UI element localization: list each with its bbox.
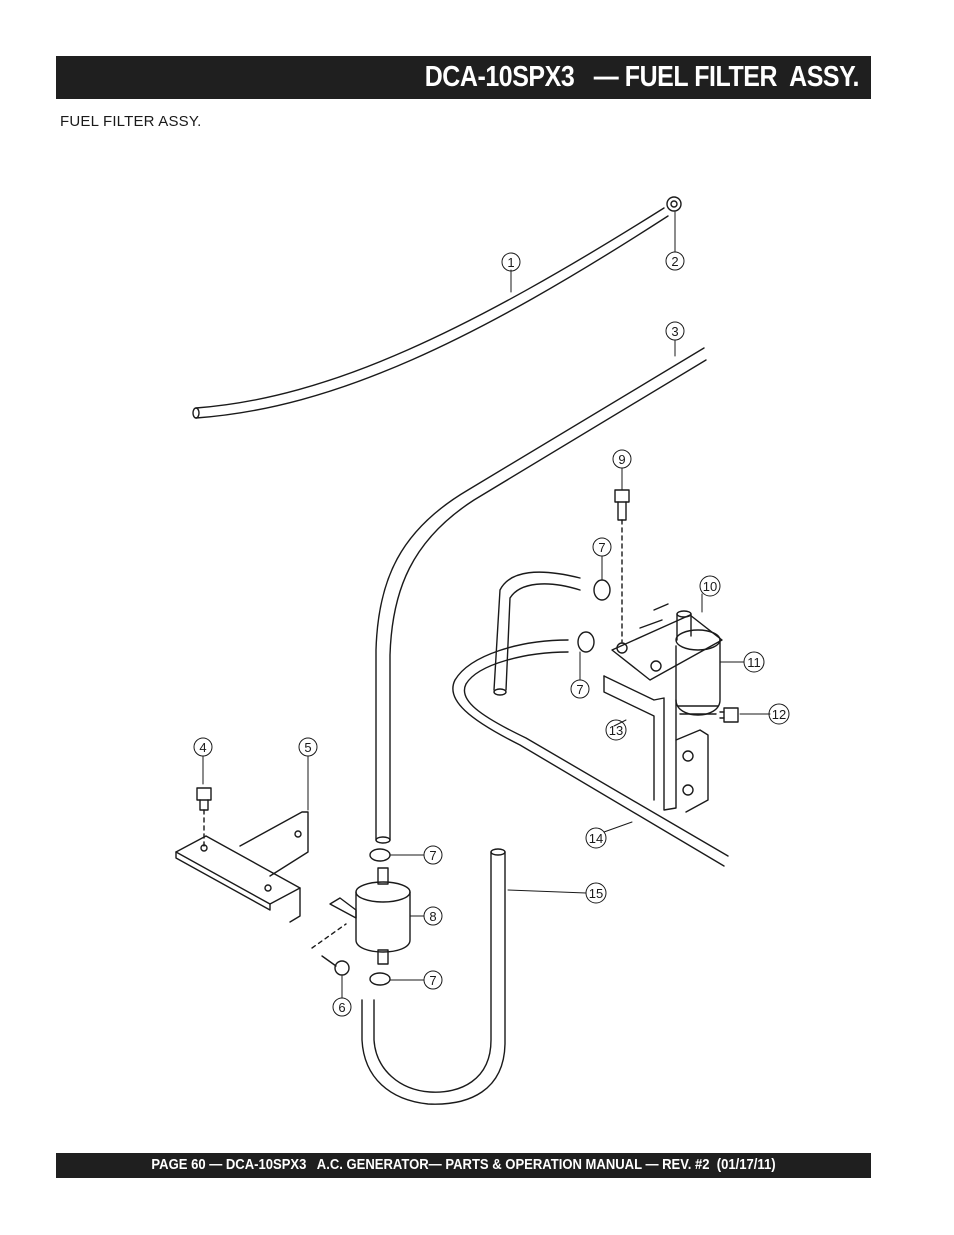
header-bar: DCA-10SPX3 — FUEL FILTER ASSY. <box>56 56 871 99</box>
callout-9: 9 <box>612 449 632 469</box>
hose-loop <box>493 571 581 696</box>
svg-text:7: 7 <box>429 973 436 988</box>
svg-text:7: 7 <box>598 540 605 555</box>
diagram-subtitle: FUEL FILTER ASSY. <box>60 113 202 130</box>
bracket-part-13 <box>603 675 709 813</box>
callout-5: 5 <box>298 737 318 757</box>
callout-7-filter-bottom: 7 <box>423 970 443 990</box>
callout-13: 13 <box>605 719 627 741</box>
svg-text:13: 13 <box>609 723 623 738</box>
svg-text:8: 8 <box>429 909 436 924</box>
svg-text:15: 15 <box>589 886 603 901</box>
svg-text:2: 2 <box>671 254 678 269</box>
hose-part-1 <box>192 207 669 419</box>
svg-text:3: 3 <box>671 324 678 339</box>
callout-1: 1 <box>501 252 521 272</box>
hose-part-14 <box>452 639 729 867</box>
callout-7-filter-top: 7 <box>423 845 443 865</box>
callout-8: 8 <box>423 906 443 926</box>
callout-2: 2 <box>665 251 685 271</box>
callout-12: 12 <box>768 703 790 725</box>
svg-text:7: 7 <box>576 682 583 697</box>
footer-bar: PAGE 60 — DCA-10SPX3 A.C. GENERATOR— PAR… <box>56 1153 871 1178</box>
callout-15: 15 <box>585 882 607 904</box>
svg-text:4: 4 <box>199 740 206 755</box>
screw-part-6 <box>311 923 350 976</box>
svg-text:7: 7 <box>429 848 436 863</box>
svg-text:11: 11 <box>747 655 761 670</box>
footer-text: PAGE 60 — DCA-10SPX3 A.C. GENERATOR— PAR… <box>151 1157 776 1173</box>
svg-text:12: 12 <box>772 707 786 722</box>
callout-10: 10 <box>699 575 721 597</box>
callout-11: 11 <box>743 651 765 673</box>
inline-filter-part-8 <box>329 867 411 965</box>
hose-clamp <box>577 579 611 653</box>
hose-part-15 <box>361 848 506 1105</box>
drain-plug-part-12 <box>719 707 739 723</box>
bolt-part-9 <box>614 489 630 643</box>
hose-part-3 <box>375 347 707 844</box>
svg-text:6: 6 <box>338 1000 345 1015</box>
page-title: DCA-10SPX3 — FUEL FILTER ASSY. <box>424 61 860 93</box>
svg-text:1: 1 <box>507 255 514 270</box>
bolt-part-4 <box>196 787 212 847</box>
callout-6: 6 <box>332 997 352 1017</box>
fuel-filter-head-part-10 <box>611 603 723 681</box>
svg-text:9: 9 <box>618 452 625 467</box>
leader-lines <box>202 211 771 999</box>
callout-7-mid: 7 <box>570 679 590 699</box>
hose-cap-part-2 <box>666 196 682 212</box>
fuel-filter-bowl-part-11 <box>675 629 721 716</box>
callout-7-top: 7 <box>592 537 612 557</box>
svg-text:5: 5 <box>304 740 311 755</box>
callout-4: 4 <box>193 737 213 757</box>
svg-text:14: 14 <box>589 831 603 846</box>
callout-14: 14 <box>585 827 607 849</box>
bracket-part-5 <box>175 811 309 923</box>
callout-3: 3 <box>665 321 685 341</box>
svg-text:10: 10 <box>703 579 717 594</box>
